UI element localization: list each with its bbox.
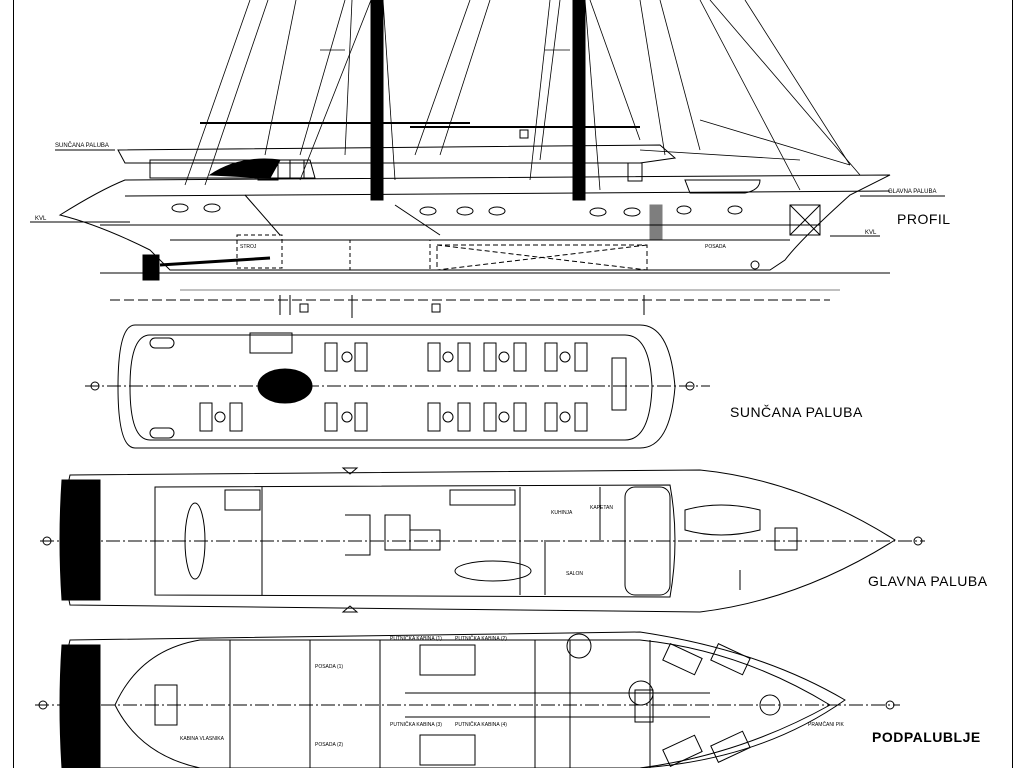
room-guest-1: PUTNIČKA KABINA (1) xyxy=(390,636,442,642)
label-main-deck-profile: GLAVNA PALUBA xyxy=(888,189,937,195)
left-frame-line xyxy=(13,0,14,768)
room-captain: KAPETAN xyxy=(590,505,613,511)
label-sun-deck-profile: SUNČANA PALUBA xyxy=(55,143,109,149)
sun-deck-outline xyxy=(117,144,677,164)
rigging xyxy=(184,0,861,191)
label-suncana-paluba: SUNČANA PALUBA xyxy=(730,404,863,420)
label-glavna-paluba: GLAVNA PALUBA xyxy=(868,573,988,589)
sun-deck-plan xyxy=(85,324,710,449)
table-salon xyxy=(454,560,532,582)
dinghy-plan xyxy=(684,504,761,536)
room-crew-2: POSADA (2) xyxy=(315,742,344,748)
right-frame-line xyxy=(1012,0,1013,768)
label-podpalublje: PODPALUBLJE xyxy=(872,729,981,745)
room-forepeak: PRAMČANI PIK xyxy=(808,722,844,728)
room-crew-1: POSADA (1) xyxy=(315,664,344,670)
main-mast xyxy=(370,0,384,201)
room-salon: SALON xyxy=(566,571,583,577)
portholes xyxy=(171,203,743,217)
main-deck-plan xyxy=(40,467,925,613)
label-kvl-right: KVL xyxy=(865,230,877,236)
room-guest-3: PUTNIČKA KABINA (3) xyxy=(390,722,442,728)
room-crew-profile: POSADA xyxy=(705,244,726,250)
table-aft xyxy=(184,502,206,580)
hatch xyxy=(257,368,313,404)
room-guest-4: PUTNIČKA KABINA (4) xyxy=(455,722,507,728)
room-engine: STROJ xyxy=(240,244,257,250)
fore-mast xyxy=(572,0,586,201)
lower-deck-plan xyxy=(35,631,900,768)
profile-view xyxy=(30,0,945,318)
dinghy xyxy=(684,179,761,194)
label-profil: PROFIL xyxy=(897,211,951,227)
deck-loungers xyxy=(199,342,588,432)
room-owner: KABINA VLASNIKA xyxy=(180,736,224,742)
hull-profile xyxy=(58,174,891,271)
cabin-walls xyxy=(229,640,710,768)
room-guest-2: PUTNIČKA KABINA (2) xyxy=(455,636,507,642)
room-galley: KUHINJA xyxy=(551,510,573,516)
label-kvl-left: KVL xyxy=(35,216,47,222)
